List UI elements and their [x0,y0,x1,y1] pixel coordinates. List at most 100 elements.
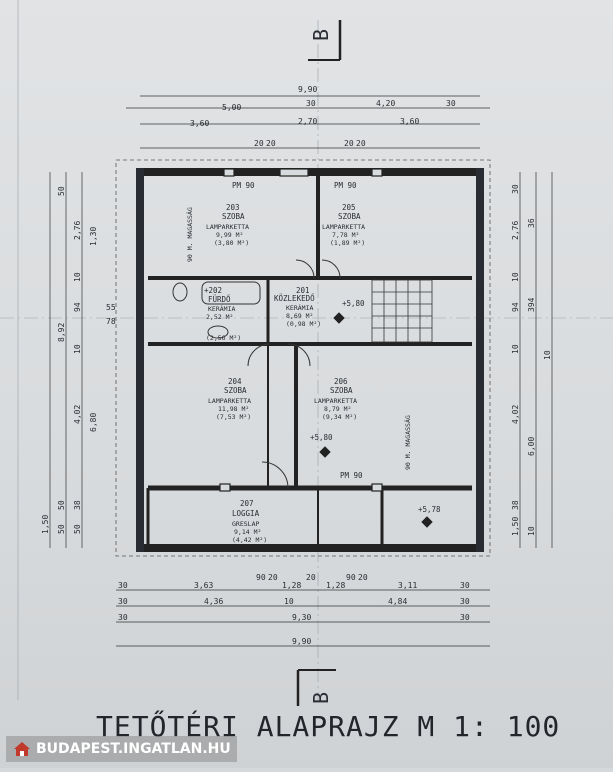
room-203-area2: (3,80 M²) [214,239,249,247]
bot-a0: 30 [118,581,128,590]
room-201: 201 KÖZLEKEDŐ KERÁMIA 8,69 M² (0,98 M²) [274,286,321,328]
top-f2: 20 [266,139,276,148]
top-total: 9,90 [298,85,317,94]
bot-b4: 30 [460,597,470,606]
right-3: 10 [511,272,520,282]
misc-labels: PM 90 PM 90 PM 90 +5,80 +5,80 +5,78 90 M… [185,181,441,514]
height-label-2: 90 M. MAGASSÁG [403,415,412,470]
right-5: 394 [527,297,536,312]
section-mark-bottom: B [296,669,336,706]
top-f1: 20 [254,139,264,148]
left-5: 55 [106,303,116,312]
room-204-name: SZOBA [224,386,247,395]
section-letter-top: B [309,29,333,41]
left-12: 38 [73,500,82,510]
wall-fill [136,168,484,552]
right-9: 10 [543,350,552,360]
left-1: 2,76 [73,221,82,240]
pm-label-2: PM 90 [334,181,357,190]
bot-a8: 20 [358,573,368,582]
room-205-area2: (1,89 M²) [330,239,365,247]
roof-outline [115,159,491,557]
room-205: 205 SZOBA LAMPARKETTA 7,78 M² (1,89 M²) [322,203,365,247]
level-label-1: +5,80 [342,299,365,308]
room-202: +202 FÜRDŐ KERÁMIA 2,52 M² (2,56 M²) [204,286,241,342]
room-201-id: 201 [296,286,310,295]
stairs [371,279,433,343]
room-203: 203 SZOBA LAMPARKETTA 9,99 M² (3,80 M²) [206,203,249,247]
level-label-2: +5,80 [310,433,333,442]
right-4: 94 [511,302,520,312]
room-202-name: FÜRDŐ [208,295,231,304]
right-1: 2,76 [511,221,520,240]
right-8: 6,00 [527,437,536,456]
top-e1: 3,60 [190,119,209,128]
watermark-text: BUDAPEST.INGATLAN.HU [36,741,231,757]
watermark: BUDAPEST.INGATLAN.HU [6,736,237,762]
section-letter-bottom: B [309,692,333,704]
left-8: 10 [73,344,82,354]
top-dimensions [126,95,490,149]
room-204-floor: LAMPARKETTA [208,397,251,405]
room-206-name: SZOBA [330,386,353,395]
room-205-area: 7,78 M² [332,231,359,239]
room-204-id: 204 [228,377,242,386]
room-207-area: 9,14 M² [234,528,261,536]
left-2: 1,30 [89,227,98,246]
left-15: 50 [73,524,82,534]
top-d3: 30 [446,99,456,108]
top-e3: 3,60 [400,117,419,126]
room-206: 206 SZOBA LAMPARKETTA 8,79 M² (9,34 M²) [314,377,357,421]
bottom-dimension-texts: 30 3,63 90 20 1,28 20 1,28 90 20 3,11 30… [118,573,470,646]
left-13: 1,50 [41,515,50,534]
top-dimension-texts: 9,90 5,00 4,20 30 30 3,60 2,70 3,60 20 2… [190,85,456,148]
bot-a1: 3,63 [194,581,213,590]
room-204-area2: (7,53 M²) [216,413,251,421]
room-202-id: +202 [204,286,222,295]
left-11: 50 [57,500,66,510]
left-9: 4,02 [73,405,82,424]
level-marker-1 [333,312,345,324]
level-marker-3 [421,516,433,528]
bot-a5: 20 [306,573,316,582]
top-f4: 20 [356,139,366,148]
room-207-id: 207 [240,499,254,508]
top-d4: 30 [306,99,316,108]
room-202-floor: KERÁMIA [208,304,235,313]
room-203-floor: LAMPARKETTA [206,223,249,231]
room-203-area: 9,99 M² [216,231,243,239]
right-6: 10 [511,344,520,354]
room-202-area: 2,52 M² [206,313,233,321]
bot-a7: 90 [346,573,356,582]
level-markers [319,312,433,528]
bot-total: 9,90 [292,637,311,646]
left-6: 78 [106,317,116,326]
room-205-floor: LAMPARKETTA [322,223,365,231]
right-0: 30 [511,184,520,194]
doors [247,259,341,489]
room-201-floor: KERÁMIA [286,303,313,312]
room-206-area2: (9,34 M²) [322,413,357,421]
room-201-name: KÖZLEKEDŐ [274,294,315,303]
windows [219,168,383,492]
room-204-area: 11,98 M² [218,405,249,413]
room-203-id: 203 [226,203,240,212]
bot-b3: 4,84 [388,597,407,606]
room-201-area2: (0,98 M²) [286,320,321,328]
room-206-id: 206 [334,377,348,386]
left-dimension-texts: 50 2,76 1,30 10 94 55 78 8,92 10 4,02 6,… [41,186,116,534]
house-logo-icon [14,742,30,756]
room-205-id: 205 [342,203,356,212]
top-f3: 20 [344,139,354,148]
left-14: 50 [57,524,66,534]
room-205-name: SZOBA [338,212,361,221]
level-label-3: +5,78 [418,505,441,514]
room-206-floor: LAMPARKETTA [314,397,357,405]
bot-a9: 3,11 [398,581,417,590]
left-3: 10 [73,272,82,282]
right-dimension-texts: 30 2,76 36 10 94 394 10 4,02 6,00 10 38 … [511,184,552,536]
bot-b2: 10 [284,597,294,606]
right-10: 38 [511,500,520,510]
bot-a3: 20 [268,573,278,582]
